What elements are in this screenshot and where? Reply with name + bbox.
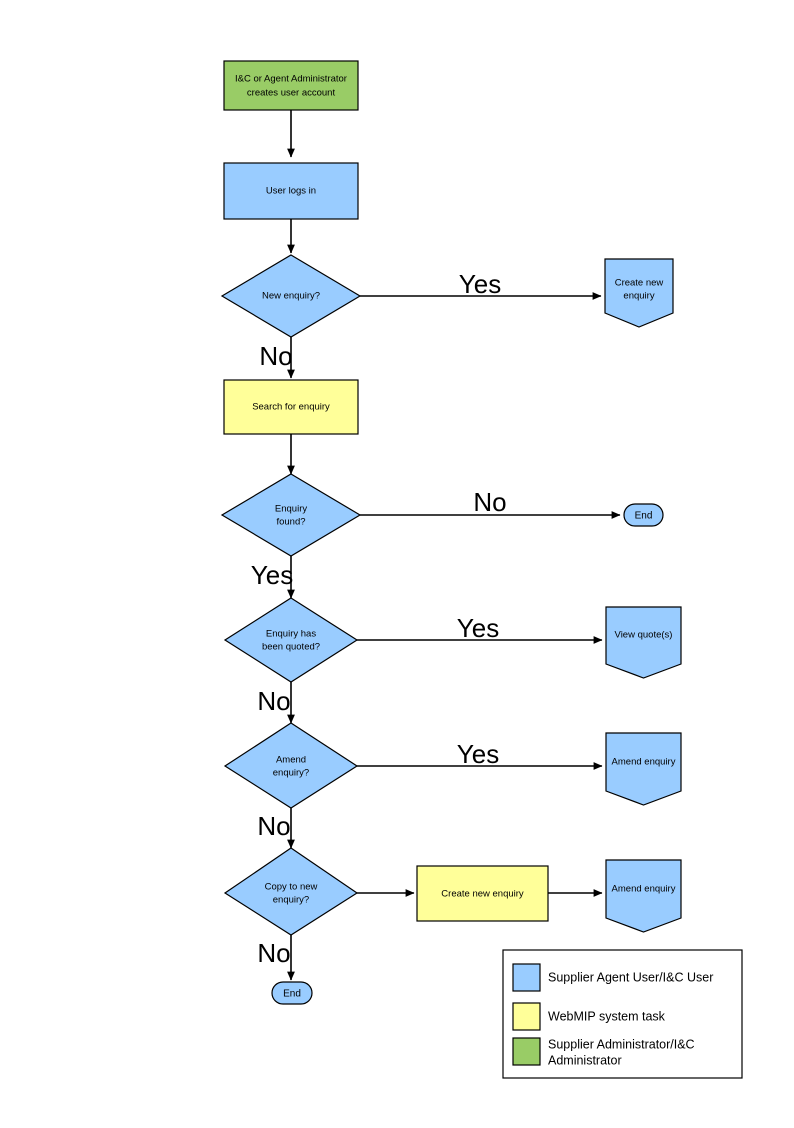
node-enquiry-quoted-decision[interactable]: Enquiry has been quoted?	[223, 597, 359, 683]
admin-creates-account-label-line2: creates user account	[247, 88, 336, 99]
legend-swatch-user-blue	[512, 963, 541, 992]
node-search-for-enquiry[interactable]: Search for enquiry	[223, 379, 359, 435]
admin-creates-account-label-line1: I&C or Agent Administrator	[235, 74, 347, 85]
node-user-logs-in[interactable]: User logs in	[223, 162, 359, 220]
create-new-enquiry-top-label-line2: enquiry	[623, 291, 654, 302]
admin-creates-account-shape	[223, 60, 359, 111]
node-admin-creates-account[interactable]: I&C or Agent Administrator creates user …	[223, 60, 359, 111]
branch-label-amend-no: No	[257, 811, 290, 841]
user-logs-in-shape	[223, 162, 359, 220]
amend-enquiry-action-shape	[605, 732, 682, 806]
branch-label-enquiry-found-no: No	[473, 487, 506, 517]
end-node-found-label: End	[635, 511, 653, 522]
connectors	[287, 110, 621, 981]
branch-label-new-enquiry-yes: Yes	[459, 269, 501, 299]
create-new-enquiry-top-shape	[604, 258, 674, 328]
view-quotes-shape	[605, 606, 682, 679]
branch-label-quoted-no: No	[257, 686, 290, 716]
branch-label-copy-no: No	[257, 938, 290, 968]
amend-enquiry-decision-label-line2: enquiry?	[273, 768, 309, 779]
enquiry-found-decision-label-line2: found?	[276, 517, 305, 528]
view-quotes-label: View quote(s)	[615, 630, 673, 641]
end-node-final-label: End	[283, 989, 301, 1000]
create-new-enquiry-top-label-line1: Create new	[615, 278, 664, 289]
copy-to-new-enquiry-decision-label-line2: enquiry?	[273, 895, 309, 906]
node-view-quotes[interactable]: View quote(s)	[605, 606, 682, 679]
node-end-node-found[interactable]: End	[623, 503, 664, 527]
create-new-enquiry-bottom-shape	[416, 865, 549, 922]
create-new-enquiry-bottom-label: Create new enquiry	[441, 889, 524, 900]
node-amend-enquiry-action[interactable]: Amend enquiry	[605, 732, 682, 806]
node-new-enquiry-decision[interactable]: New enquiry?	[220, 254, 362, 338]
amend-enquiry-decision-shape	[223, 722, 359, 809]
legend-label-supplier-administrator-line2: Administrator	[548, 1053, 622, 1067]
enquiry-quoted-decision-label-line2: been quoted?	[262, 642, 320, 653]
end-node-final-shape	[271, 981, 313, 1005]
new-enquiry-decision-shape	[220, 254, 362, 338]
node-create-new-enquiry-bottom[interactable]: Create new enquiry	[416, 865, 549, 922]
amend-enquiry-decision-label-line1: Amend	[276, 755, 306, 766]
legend-label-supplier-agent-user: Supplier Agent User/I&C User	[548, 970, 713, 984]
enquiry-found-decision-shape	[220, 473, 362, 557]
legend-swatch-admin-green	[512, 1037, 541, 1066]
search-for-enquiry-shape	[223, 379, 359, 435]
node-create-new-enquiry-top[interactable]: Create new enquiry	[604, 258, 674, 328]
enquiry-found-decision-label-line1: Enquiry	[275, 504, 307, 515]
legend-container	[502, 949, 743, 1079]
end-node-found-shape	[623, 503, 664, 527]
legend-label-supplier-administrator-line1: Supplier Administrator/I&C	[548, 1037, 695, 1051]
copy-to-new-enquiry-decision-shape	[223, 847, 359, 936]
branch-label-amend-yes: Yes	[457, 739, 499, 769]
node-copy-to-new-enquiry-decision[interactable]: Copy to new enquiry?	[223, 847, 359, 936]
branch-label-new-enquiry-no: No	[259, 341, 292, 371]
node-amend-enquiry-copy[interactable]: Amend enquiry	[605, 859, 682, 933]
copy-to-new-enquiry-decision-label-line1: Copy to new	[265, 882, 318, 893]
node-enquiry-found-decision[interactable]: Enquiry found?	[220, 473, 362, 557]
legend: Supplier Agent User/I&C User WebMIP syst…	[502, 949, 743, 1079]
node-amend-enquiry-decision[interactable]: Amend enquiry?	[223, 722, 359, 809]
amend-enquiry-action-label: Amend enquiry	[612, 757, 676, 768]
enquiry-quoted-decision-shape	[223, 597, 359, 683]
branch-labels: Yes No No Yes Yes No Yes No No	[251, 269, 507, 968]
amend-enquiry-copy-label: Amend enquiry	[612, 884, 676, 895]
user-logs-in-label: User logs in	[266, 186, 316, 197]
node-end-node-final[interactable]: End	[271, 981, 313, 1005]
search-for-enquiry-label: Search for enquiry	[252, 402, 330, 413]
legend-swatch-system-yellow	[512, 1002, 541, 1031]
amend-enquiry-copy-shape	[605, 859, 682, 933]
enquiry-quoted-decision-label-line1: Enquiry has	[266, 629, 316, 640]
new-enquiry-decision-label: New enquiry?	[262, 291, 320, 302]
legend-label-webmip-system-task: WebMIP system task	[548, 1009, 666, 1023]
branch-label-enquiry-found-yes: Yes	[251, 560, 293, 590]
branch-label-quoted-yes: Yes	[457, 613, 499, 643]
